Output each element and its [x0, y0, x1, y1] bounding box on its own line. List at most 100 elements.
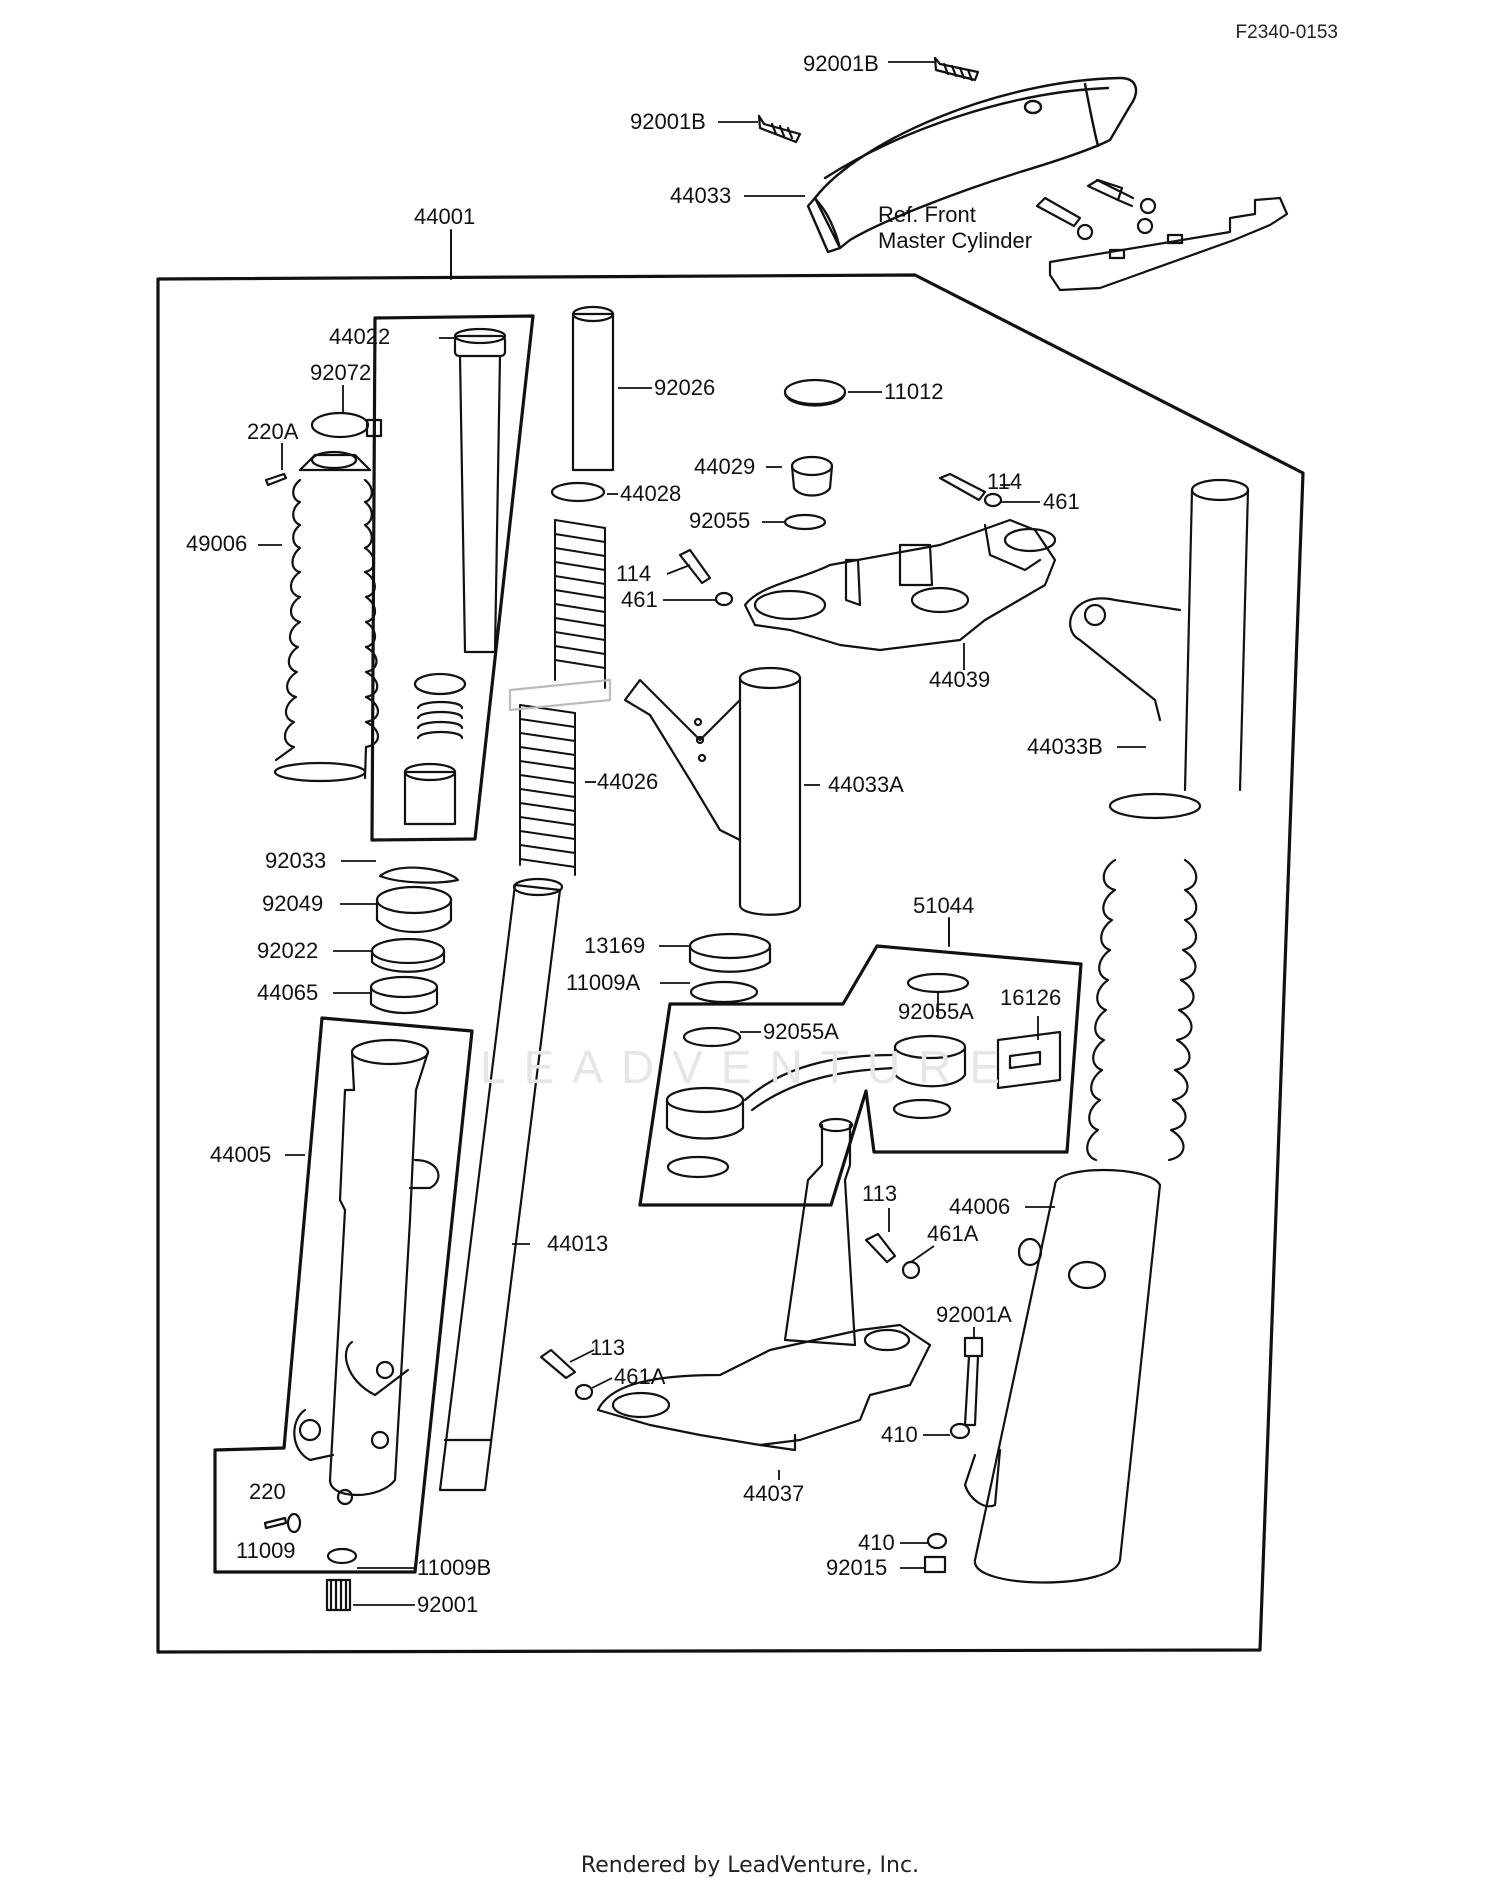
label-44022: 44022 — [329, 324, 391, 349]
inner-tube-kit-box — [370, 314, 535, 842]
label-44037: 44037 — [743, 1481, 805, 1506]
label-92055A-left: 92055A — [763, 1019, 839, 1044]
reference-note-text: Ref. Front Master Cylinder — [878, 202, 1033, 253]
watermark: LEADVENTURE — [480, 1041, 1018, 1093]
bracket-tube-44033A — [623, 666, 802, 916]
upper-triple-clamp-44039 — [743, 518, 1057, 652]
label-11009B: 11009B — [417, 1555, 492, 1580]
label-410-lower: 410 — [858, 1530, 895, 1555]
inner-tube-44013 — [438, 877, 564, 1492]
washer-11009 — [286, 1512, 302, 1534]
bolt-92001A — [963, 1336, 984, 1427]
washer-44028 — [550, 481, 606, 503]
fork-tube-right-44033B — [963, 478, 1250, 1584]
bolt-114-right — [938, 472, 987, 502]
master-cylinder-bracket — [1035, 178, 1289, 292]
label-44026: 44026 — [597, 769, 659, 794]
bolt-92001B-top — [933, 56, 980, 82]
label-11009: 11009 — [236, 1538, 296, 1563]
inner-collar — [403, 762, 457, 826]
label-51044: 51044 — [913, 893, 975, 918]
cap-11012 — [783, 378, 847, 407]
inner-tube-44022 — [453, 327, 507, 654]
label-114-left: 114 — [616, 561, 652, 586]
seal-11009A — [689, 980, 759, 1004]
label-461-right: 461 — [1043, 489, 1080, 514]
washer-461-right — [983, 492, 1003, 508]
bolt-114-left — [678, 548, 712, 585]
handlebar — [806, 76, 1138, 254]
label-220: 220 — [249, 1479, 286, 1504]
oil-seal-92049 — [375, 885, 453, 934]
label-44033A: 44033A — [828, 772, 904, 797]
label-92072: 92072 — [310, 360, 372, 385]
bearing-13169 — [688, 932, 772, 973]
label-410-upper: 410 — [881, 1422, 918, 1447]
assembly-boundary — [156, 273, 1305, 1654]
label-44005: 44005 — [210, 1142, 272, 1167]
label-461-left: 461 — [621, 587, 658, 612]
label-92001B-top: 92001B — [803, 51, 879, 76]
screw-220A — [264, 472, 288, 487]
label-92022: 92022 — [257, 938, 319, 963]
screw-220 — [263, 1516, 288, 1530]
outer-tube-box — [213, 1016, 474, 1574]
label-44001: 44001 — [414, 204, 476, 229]
label-11009A: 11009A — [566, 970, 641, 995]
label-44033: 44033 — [670, 183, 732, 208]
washer-461A-lower — [574, 1383, 594, 1401]
bolt-113-upper — [864, 1232, 897, 1264]
label-92001B-mid: 92001B — [630, 109, 706, 134]
diagram-code: F2340-0153 — [1235, 22, 1338, 43]
fork-tube-92026 — [571, 305, 615, 472]
label-92015: 92015 — [826, 1555, 888, 1580]
label-92026: 92026 — [654, 375, 716, 400]
label-220A: 220A — [247, 419, 299, 444]
nut-44029 — [790, 455, 834, 497]
outer-tube-44005 — [293, 1038, 440, 1506]
circlip-92033 — [378, 866, 460, 884]
washer-461-left — [714, 591, 734, 607]
label-92055: 92055 — [689, 508, 751, 533]
washer-11009B — [326, 1547, 358, 1565]
brake-line-kit-box — [638, 944, 1083, 1207]
label-16126: 16126 — [1000, 985, 1062, 1010]
washer-410-lower — [926, 1532, 948, 1550]
label-461A-upper: 461A — [927, 1221, 979, 1246]
label-461A-lower: 461A — [614, 1364, 666, 1389]
label-92001A: 92001A — [936, 1302, 1012, 1327]
label-114-right: 114 — [987, 469, 1023, 494]
fork-boot-left — [273, 450, 380, 783]
label-11012: 11012 — [884, 379, 944, 404]
label-92049: 92049 — [262, 891, 324, 916]
retainer-plate — [508, 678, 612, 712]
guide-bushing-44065 — [369, 975, 439, 1014]
label-44006: 44006 — [949, 1194, 1011, 1219]
label-113-upper: 113 — [862, 1181, 898, 1206]
fork-spring-44026 — [519, 519, 606, 876]
label-13169: 13169 — [584, 933, 646, 958]
label-44029: 44029 — [694, 454, 756, 479]
bolt-92001 — [325, 1578, 352, 1612]
label-44065: 44065 — [257, 980, 319, 1005]
bolt-113-lower — [539, 1348, 577, 1380]
label-49006: 49006 — [186, 531, 248, 556]
label-92055A-right: 92055A — [898, 999, 974, 1024]
steering-stem-44037 — [596, 1117, 932, 1452]
footer-credit: Rendered by LeadVenture, Inc. — [580, 1853, 920, 1878]
label-92001: 92001 — [417, 1592, 479, 1617]
label-92033: 92033 — [265, 848, 327, 873]
brake-hose-kit — [665, 972, 1062, 1179]
washer-410-upper — [949, 1422, 971, 1440]
label-44013: 44013 — [547, 1231, 609, 1256]
inner-spring-small — [413, 672, 467, 740]
nut-92015 — [923, 1555, 947, 1574]
boot-clamp — [310, 411, 383, 439]
label-44039: 44039 — [929, 667, 991, 692]
reference-note: Ref. Front Master Cylinder — [878, 202, 1058, 254]
bolt-92001B-mid — [757, 114, 802, 144]
label-44033B: 44033B — [1027, 734, 1103, 759]
